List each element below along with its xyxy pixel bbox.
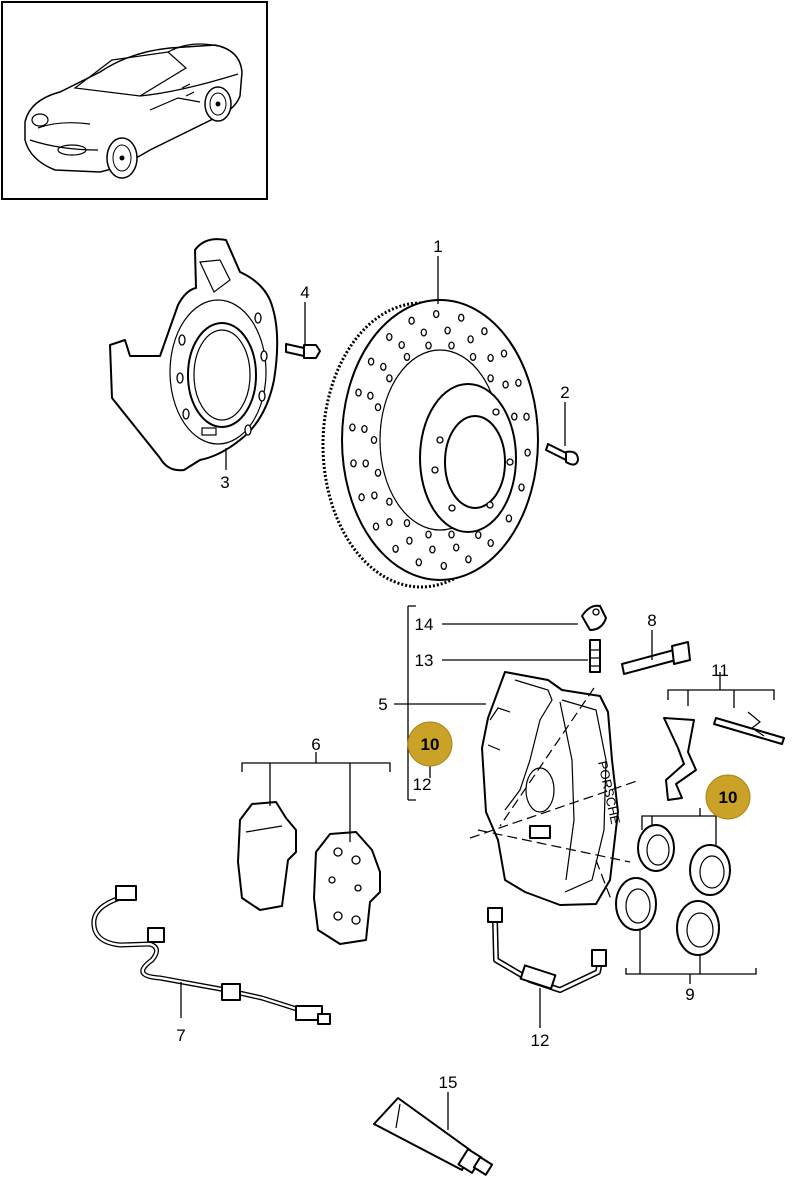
drill-hole bbox=[415, 558, 423, 567]
drill-hole bbox=[515, 378, 522, 387]
drill-hole bbox=[367, 357, 375, 366]
brake-pad-front bbox=[237, 801, 297, 911]
drill-hole bbox=[444, 326, 451, 335]
brake-line bbox=[487, 907, 607, 993]
wear-sensor bbox=[91, 885, 331, 1025]
drill-hole bbox=[403, 352, 411, 361]
brake-caliper: PORSCHE bbox=[469, 671, 641, 906]
drill-hole bbox=[403, 519, 411, 528]
label-part-12-lower: 12 bbox=[531, 1031, 550, 1050]
drill-hole bbox=[386, 497, 393, 506]
drill-hole bbox=[440, 561, 448, 570]
drill-hole bbox=[361, 424, 368, 434]
drill-hole bbox=[523, 412, 530, 421]
drill-hole bbox=[374, 468, 382, 477]
badge-10-right[interactable]: 10 bbox=[705, 774, 751, 820]
label-part-2: 2 bbox=[560, 383, 569, 402]
svg-text:10: 10 bbox=[421, 735, 440, 754]
drill-hole bbox=[408, 316, 415, 325]
disc-screw bbox=[545, 443, 579, 466]
drill-hole bbox=[524, 448, 531, 457]
caliper-bolt bbox=[621, 641, 691, 675]
label-part-13: 13 bbox=[415, 651, 434, 670]
drill-hole bbox=[392, 544, 399, 553]
label-part-11: 11 bbox=[711, 661, 729, 680]
drill-hole bbox=[469, 352, 477, 361]
drill-hole bbox=[358, 493, 365, 502]
drill-hole bbox=[505, 514, 513, 523]
brake-pad-rear bbox=[313, 831, 381, 945]
drill-hole bbox=[380, 362, 387, 371]
pad-retainer bbox=[663, 711, 785, 801]
drill-hole bbox=[372, 522, 380, 531]
drill-hole bbox=[487, 538, 494, 548]
drill-hole bbox=[386, 518, 393, 527]
drill-hole bbox=[452, 543, 460, 552]
drill-hole bbox=[475, 530, 482, 540]
label-part-5: 5 bbox=[378, 695, 387, 714]
drill-hole bbox=[425, 530, 432, 539]
disc-drill-holes bbox=[349, 310, 531, 570]
drill-hole bbox=[406, 536, 413, 545]
front-wheel-icon bbox=[106, 137, 138, 179]
drill-hole bbox=[386, 332, 393, 342]
drill-hole bbox=[448, 530, 455, 539]
drill-hole bbox=[370, 435, 378, 445]
brake-disc bbox=[321, 299, 539, 589]
drill-hole bbox=[518, 483, 525, 492]
drill-hole bbox=[481, 327, 488, 336]
piston-upper-right bbox=[689, 844, 731, 896]
leader-lines bbox=[180, 256, 775, 1130]
grease-tube bbox=[373, 1097, 494, 1176]
label-part-3: 3 bbox=[220, 473, 229, 492]
drill-hole bbox=[500, 349, 508, 358]
bleeder-valve-cap bbox=[581, 604, 607, 631]
caliper-pistons bbox=[615, 824, 731, 956]
dust-shield bbox=[109, 238, 279, 472]
drill-hole bbox=[467, 335, 474, 344]
drill-hole bbox=[502, 380, 509, 389]
drill-hole bbox=[386, 374, 393, 383]
drill-hole bbox=[457, 313, 465, 322]
drill-hole bbox=[374, 403, 382, 412]
piston-lower-right bbox=[676, 900, 720, 956]
label-part-4: 4 bbox=[300, 283, 309, 302]
label-part-8: 8 bbox=[647, 611, 656, 630]
piston-upper-left bbox=[637, 824, 675, 872]
label-part-12-upper: 12 bbox=[413, 775, 432, 794]
drill-hole bbox=[432, 310, 440, 319]
drill-hole bbox=[429, 545, 436, 554]
svg-text:10: 10 bbox=[719, 788, 738, 807]
drill-hole bbox=[398, 340, 405, 350]
drill-hole bbox=[511, 412, 518, 421]
brake-pads bbox=[237, 801, 381, 945]
drill-hole bbox=[367, 391, 374, 400]
label-part-1: 1 bbox=[433, 237, 442, 256]
drill-hole bbox=[425, 341, 432, 350]
drill-hole bbox=[350, 459, 357, 468]
drill-hole bbox=[371, 491, 378, 500]
rear-wheel-icon bbox=[204, 86, 232, 122]
label-part-9: 9 bbox=[685, 985, 694, 1004]
piston-lower-left bbox=[615, 877, 657, 931]
label-part-6: 6 bbox=[311, 735, 320, 754]
drill-hole bbox=[487, 353, 494, 362]
label-part-14: 14 bbox=[415, 615, 434, 634]
vehicle-thumbnail bbox=[1, 1, 268, 200]
drill-hole bbox=[349, 423, 356, 432]
drill-hole bbox=[448, 341, 455, 350]
label-part-15: 15 bbox=[439, 1073, 458, 1092]
drill-hole bbox=[465, 555, 472, 564]
bleeder-screw bbox=[589, 639, 601, 673]
drill-hole bbox=[355, 388, 362, 397]
label-part-7: 7 bbox=[176, 1026, 185, 1045]
drill-hole bbox=[420, 328, 428, 337]
part-labels: 1 2 3 4 5 6 7 8 9 11 12 12 13 14 15 bbox=[176, 237, 729, 1092]
shield-bolt bbox=[285, 343, 321, 359]
drill-hole bbox=[487, 374, 494, 383]
drill-hole bbox=[362, 459, 369, 468]
badge-10-left[interactable]: 10 bbox=[407, 721, 453, 767]
